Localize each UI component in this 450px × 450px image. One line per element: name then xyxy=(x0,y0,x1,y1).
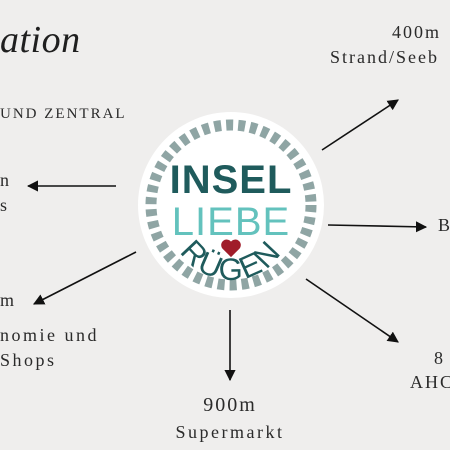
arrow-bottom-right xyxy=(305,278,399,343)
destination-bottom-distance: 900m xyxy=(203,394,257,416)
logo-line1: INSEL xyxy=(169,158,293,202)
destination-right-label: B xyxy=(438,215,450,235)
arrow-bottom-left xyxy=(33,251,137,305)
destination-top-right-distance: 400m xyxy=(392,22,442,42)
rope-ring-icon: RÜGEN xyxy=(138,112,324,298)
page-subtitle: UND ZENTRAL xyxy=(0,106,127,122)
destination-left-distance: m xyxy=(0,290,16,310)
destination-bottom-label: Supermarkt xyxy=(175,422,285,442)
destination-top-left-line2: s xyxy=(0,195,8,215)
destination-top-left-line1: n xyxy=(0,170,10,190)
arrow-right xyxy=(327,221,428,233)
arrow-top-right xyxy=(321,99,399,151)
logo-line2: LIEBE xyxy=(171,200,291,244)
heart-icon xyxy=(221,239,241,258)
destination-top-right-label: Strand/Seeb xyxy=(330,47,439,67)
inselliebe-logo: RÜGEN INSEL LIEBE xyxy=(136,110,326,300)
destination-bottom-right-distance: 8 xyxy=(434,348,443,368)
destination-bottom-right-label: AHC xyxy=(410,372,450,392)
destination-left-line2: Shops xyxy=(0,350,57,370)
destination-left-line1: nomie und xyxy=(0,325,99,345)
page-title: ation xyxy=(0,19,81,61)
